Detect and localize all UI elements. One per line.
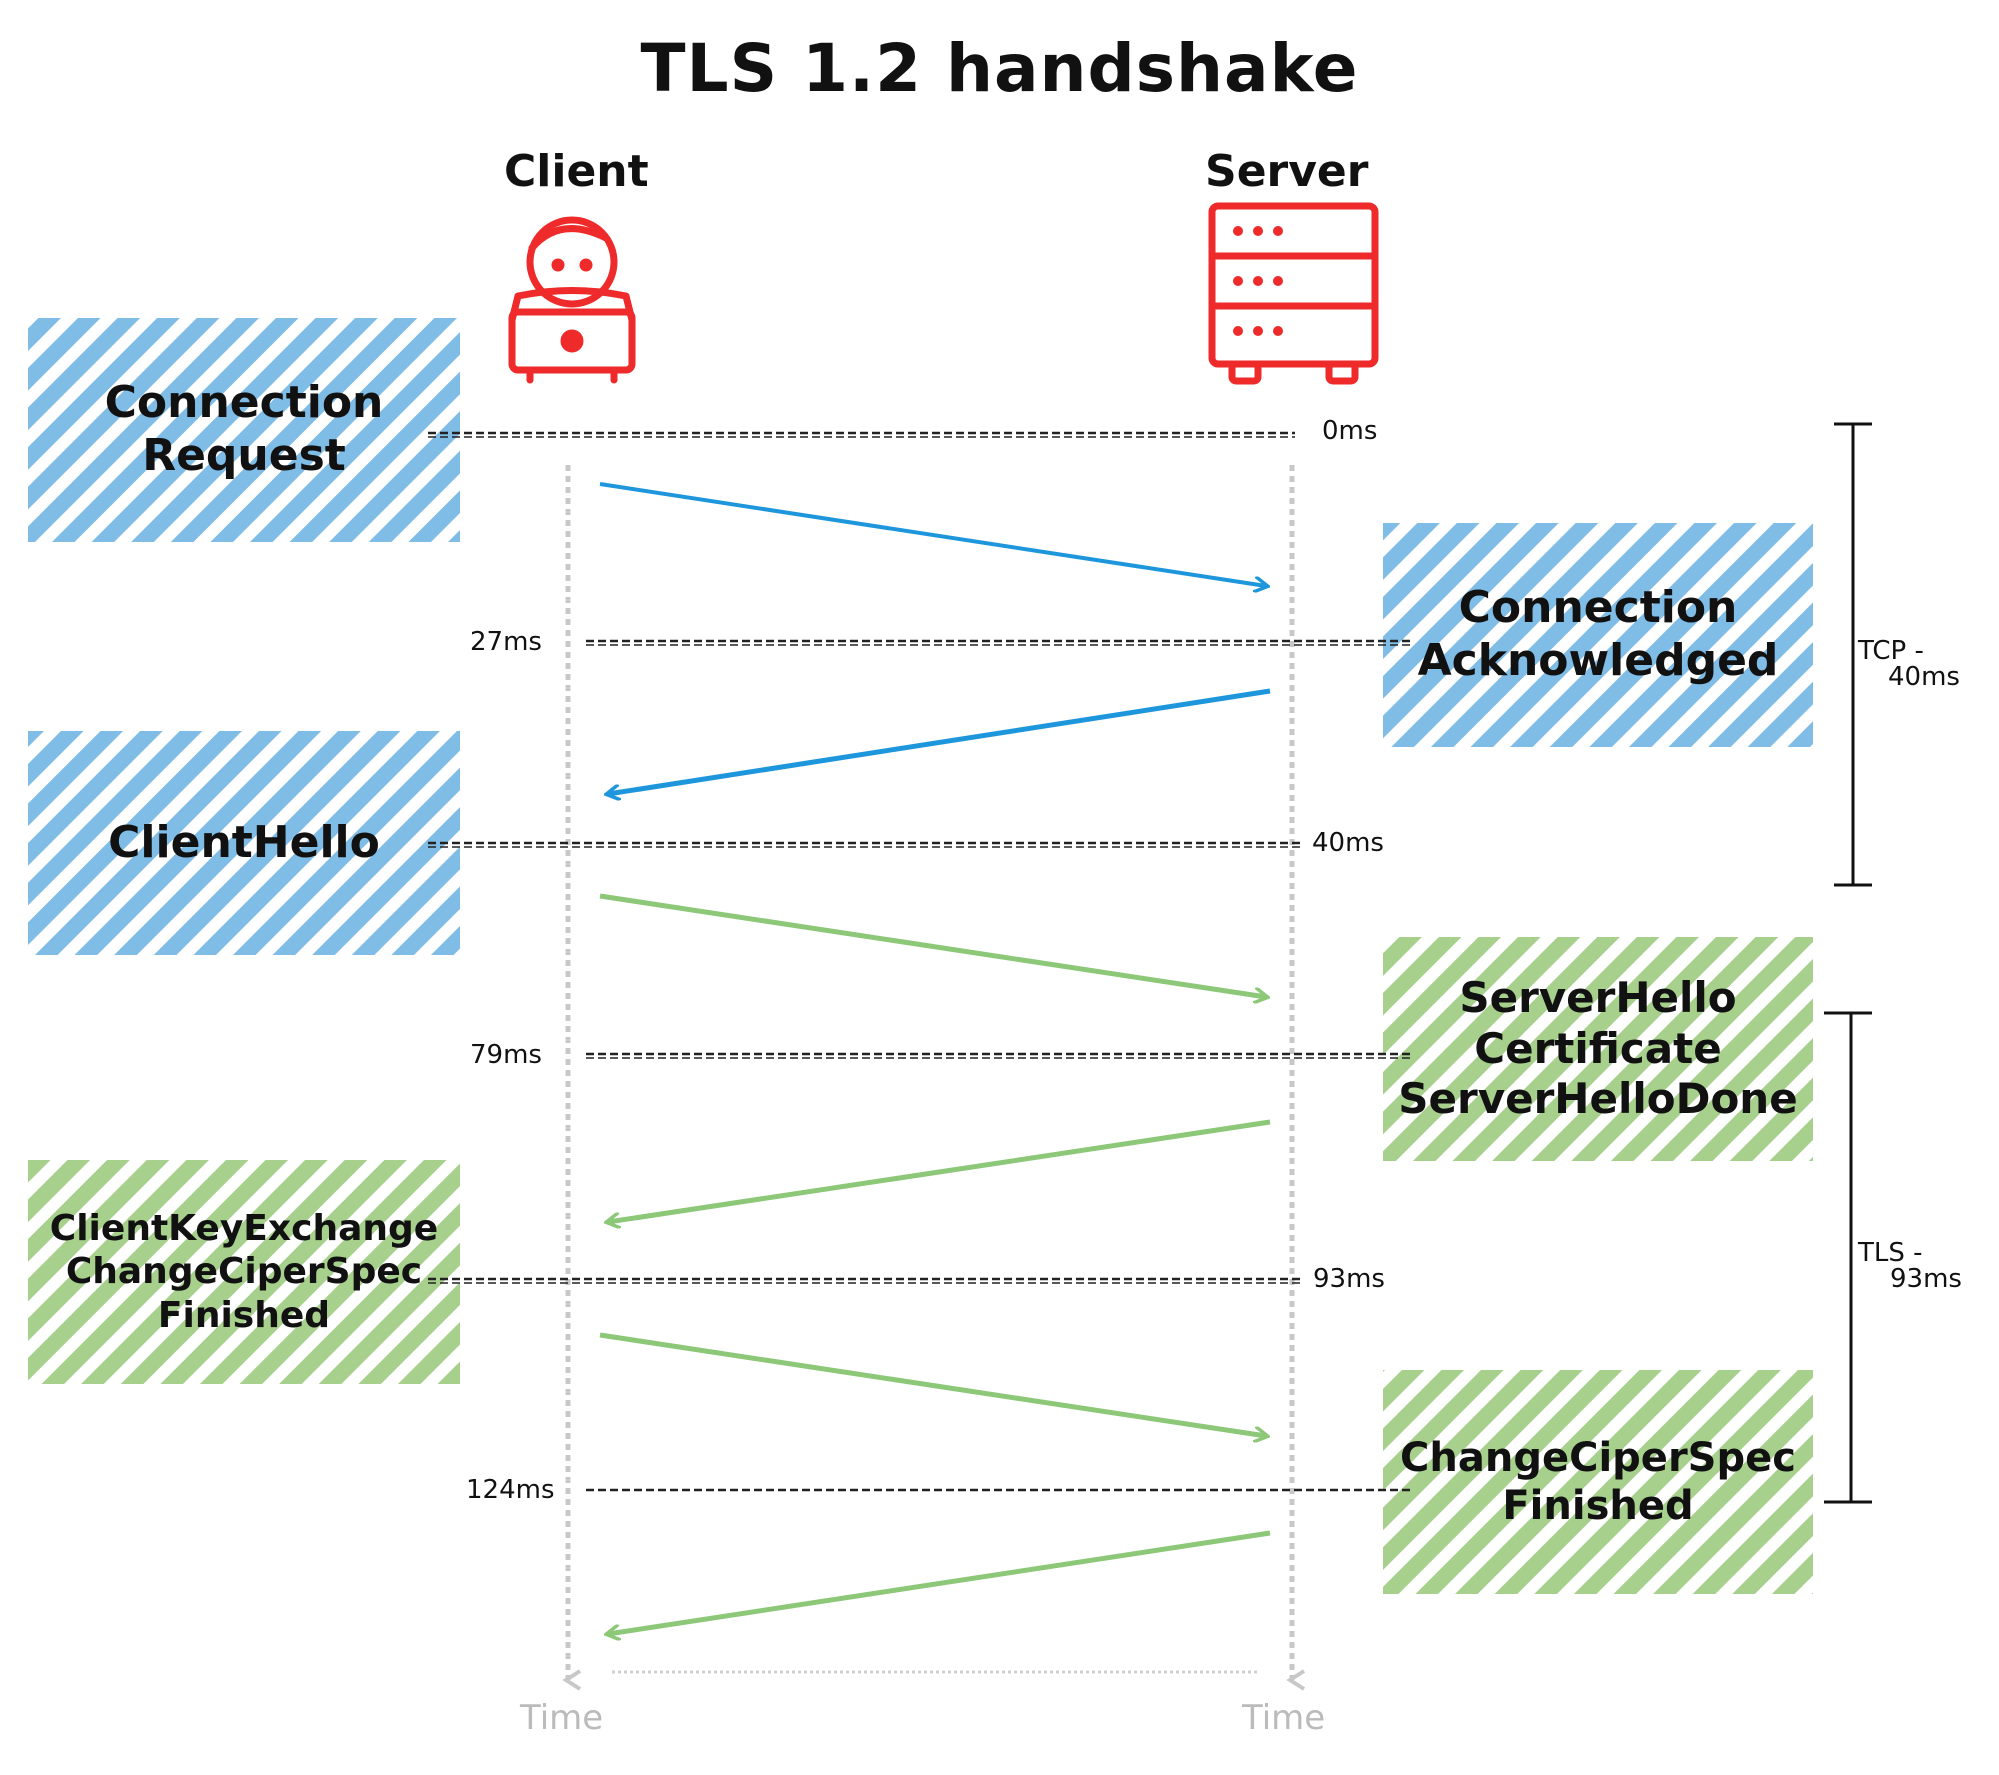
box-server-hello <box>1383 937 1813 1161</box>
arrow-connection-acknowledged <box>608 688 1271 794</box>
server-change-cipher-label: ChangeCiperSpec Finished <box>1400 1435 1796 1529</box>
box-connection-acknowledged <box>1383 523 1813 747</box>
connection-request-text: Connection Request <box>28 318 460 542</box>
tls-phase-label: TLS - 93ms <box>1858 1240 1962 1292</box>
time-mark-79ms: 79ms <box>470 1040 542 1070</box>
server-icon <box>1208 202 1379 385</box>
tcp-phase-label: TCP - 40ms <box>1858 638 1960 690</box>
client-key-exchange-text: ClientKeyExchange ChangeCiperSpec Finish… <box>14 1160 474 1384</box>
client-key-exchange-label: ClientKeyExchange ChangeCiperSpec Finish… <box>49 1208 439 1336</box>
box-client-hello <box>28 731 460 955</box>
connection-acknowledged-label: Connection Acknowledged <box>1417 582 1779 686</box>
server-hello-text: ServerHello Certificate ServerHelloDone <box>1383 937 1813 1161</box>
diagram-title: TLS 1.2 handshake <box>640 30 1359 107</box>
server-time-axis-label: Time <box>1242 1698 1326 1738</box>
tls-phase-name: TLS - <box>1858 1238 1923 1268</box>
connection-request-label: Connection Request <box>104 377 384 481</box>
arrow-client-hello <box>599 893 1266 997</box>
client-label: Client <box>504 146 649 197</box>
time-mark-27ms: 27ms <box>470 627 542 657</box>
arrow-client-key-exchange <box>599 1332 1266 1436</box>
client-time-axis-label: Time <box>520 1698 604 1738</box>
server-change-cipher-text: ChangeCiperSpec Finished <box>1383 1370 1813 1594</box>
box-connection-request <box>28 318 460 542</box>
box-client-key-exchange <box>28 1160 460 1384</box>
server-label: Server <box>1205 146 1369 197</box>
box-server-change-cipher <box>1383 1370 1813 1594</box>
arrow-server-hello <box>608 1119 1271 1222</box>
client-icon <box>508 216 636 384</box>
time-mark-93ms: 93ms <box>1313 1264 1385 1294</box>
client-hello-text: ClientHello <box>28 731 460 955</box>
server-hello-label: ServerHello Certificate ServerHelloDone <box>1398 973 1798 1124</box>
client-hello-label: ClientHello <box>108 816 380 868</box>
arrow-connection-request <box>599 482 1266 586</box>
tls-phase-bracket <box>1824 1011 1872 1504</box>
tcp-phase-duration: 40ms <box>1888 662 1960 692</box>
arrow-server-change-cipher <box>608 1530 1271 1634</box>
tls-phase-duration: 93ms <box>1890 1264 1962 1294</box>
time-mark-124ms: 124ms <box>466 1475 555 1505</box>
time-mark-40ms: 40ms <box>1312 828 1384 858</box>
time-mark-0ms: 0ms <box>1322 416 1378 446</box>
tcp-phase-name: TCP - <box>1858 636 1924 666</box>
tcp-phase-bracket <box>1834 422 1872 887</box>
connection-acknowledged-text: Connection Acknowledged <box>1383 523 1813 747</box>
